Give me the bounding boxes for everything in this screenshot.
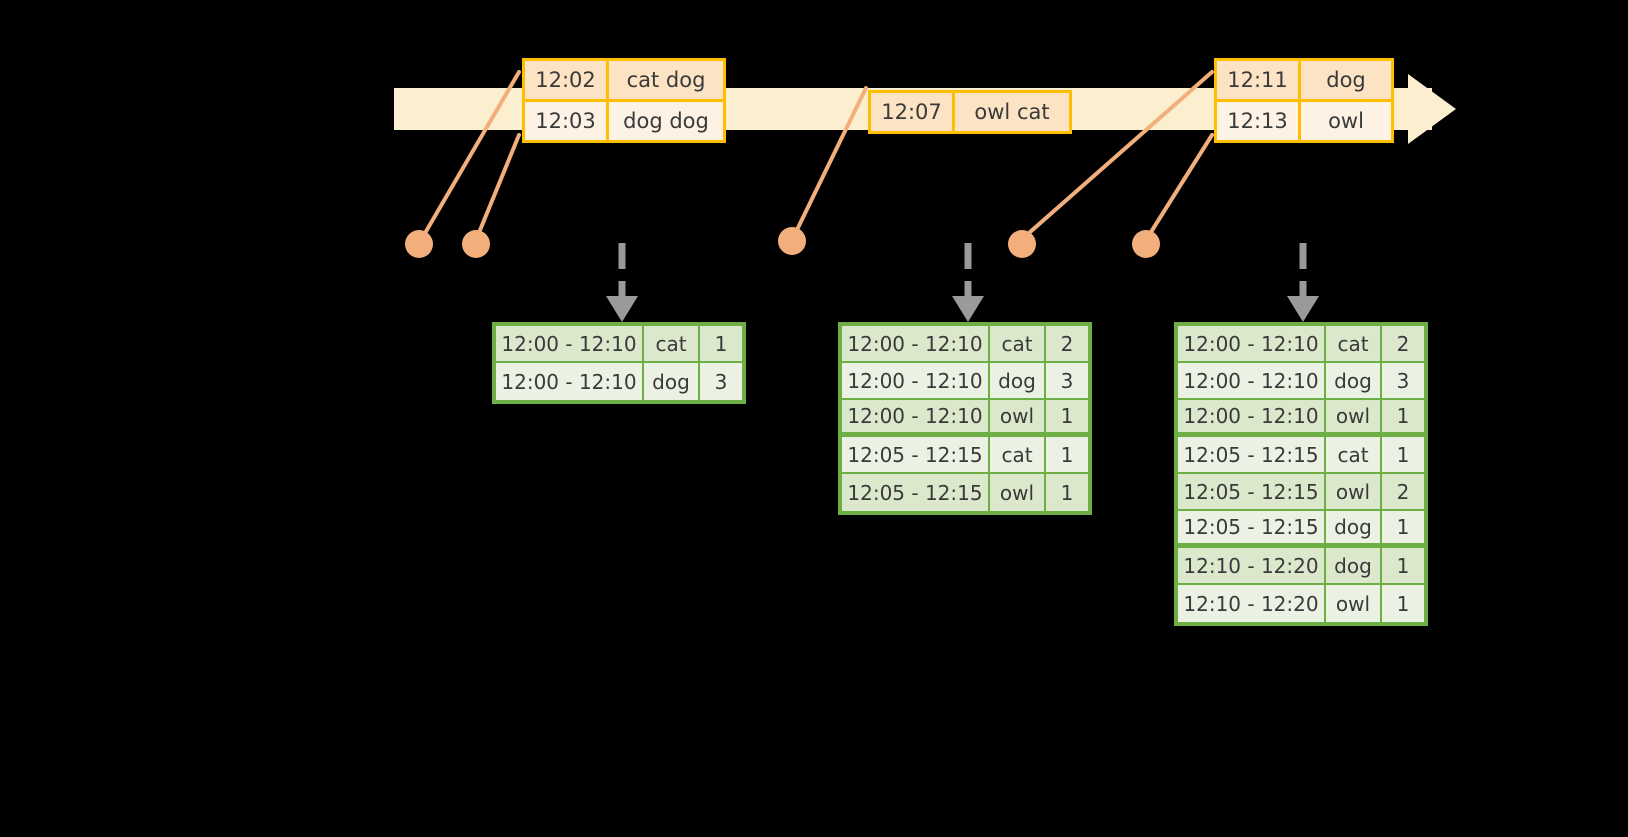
table-row[interactable]: 12:05 - 12:15 owl 1 [842,474,1088,511]
count-cell: 2 [1382,474,1424,511]
window-cell: 12:05 - 12:15 [1178,437,1326,474]
window-cell: 12:00 - 12:10 [496,363,644,400]
table-row[interactable]: 12:00 - 12:10 dog 3 [1178,363,1424,400]
window-cell: 12:00 - 12:10 [1178,363,1326,400]
key-cell: dog [990,363,1046,400]
key-cell: dog [1326,511,1382,548]
count-cell: 3 [1046,363,1088,400]
key-cell: owl [1326,400,1382,437]
window-cell: 12:05 - 12:15 [1178,474,1326,511]
emit-arrowheads [606,296,1319,322]
count-cell: 1 [1382,437,1424,474]
key-cell: dog [1326,548,1382,585]
table-row[interactable]: 12:00 - 12:10 owl 1 [1178,400,1424,437]
event-row[interactable]: 12:03 dog dog [525,99,723,140]
count-cell: 1 [1046,437,1088,474]
connector-dot-1 [405,230,433,258]
result-table-1[interactable]: 12:00 - 12:10 cat 1 12:00 - 12:10 dog 3 [492,322,746,404]
key-cell: owl [1326,474,1382,511]
event-time: 12:13 [1217,102,1301,140]
event-payload: owl cat [955,93,1069,131]
event-group-3[interactable]: 12:11 dog 12:13 owl [1214,58,1394,143]
window-cell: 12:00 - 12:10 [842,326,990,363]
key-cell: cat [1326,326,1382,363]
key-cell: cat [990,437,1046,474]
key-cell: cat [644,326,700,363]
event-row[interactable]: 12:11 dog [1217,61,1391,99]
event-connector-dots [405,227,1160,258]
event-row[interactable]: 12:07 owl cat [871,93,1069,131]
count-cell: 1 [1382,585,1424,622]
connector-dot-5 [1132,230,1160,258]
table-row[interactable]: 12:00 - 12:10 owl 1 [842,400,1088,437]
window-cell: 12:00 - 12:10 [496,326,644,363]
table-row[interactable]: 12:05 - 12:15 owl 2 [1178,474,1424,511]
table-row[interactable]: 12:00 - 12:10 cat 2 [842,326,1088,363]
connector-dot-3 [778,227,806,255]
window-cell: 12:05 - 12:15 [842,474,990,511]
event-time: 12:03 [525,102,609,140]
count-cell: 2 [1382,326,1424,363]
event-time: 12:02 [525,61,609,99]
key-cell: owl [990,400,1046,437]
event-group-1[interactable]: 12:02 cat dog 12:03 dog dog [522,58,726,143]
result-table-2[interactable]: 12:00 - 12:10 cat 2 12:00 - 12:10 dog 3 … [838,322,1092,515]
event-payload: dog [1301,61,1391,99]
table-row[interactable]: 12:05 - 12:15 dog 1 [1178,511,1424,548]
count-cell: 1 [700,326,742,363]
table-row[interactable]: 12:05 - 12:15 cat 1 [1178,437,1424,474]
key-cell: owl [990,474,1046,511]
window-cell: 12:00 - 12:10 [1178,326,1326,363]
window-cell: 12:10 - 12:20 [1178,548,1326,585]
table-row[interactable]: 12:05 - 12:15 cat 1 [842,437,1088,474]
emit-arrows [618,243,1307,300]
table-row[interactable]: 12:10 - 12:20 dog 1 [1178,548,1424,585]
key-cell: dog [1326,363,1382,400]
window-cell: 12:00 - 12:10 [842,400,990,437]
event-time: 12:11 [1217,61,1301,99]
connector-dot-4 [1008,230,1036,258]
connector-dot-2 [462,230,490,258]
event-payload: owl [1301,102,1391,140]
count-cell: 3 [700,363,742,400]
key-cell: cat [990,326,1046,363]
table-row[interactable]: 12:00 - 12:10 cat 2 [1178,326,1424,363]
count-cell: 1 [1382,400,1424,437]
window-cell: 12:00 - 12:10 [842,363,990,400]
count-cell: 1 [1046,400,1088,437]
key-cell: cat [1326,437,1382,474]
event-row[interactable]: 12:02 cat dog [525,61,723,99]
event-group-2[interactable]: 12:07 owl cat [868,90,1072,134]
window-cell: 12:10 - 12:20 [1178,585,1326,622]
table-row[interactable]: 12:00 - 12:10 dog 3 [496,363,742,400]
result-table-3[interactable]: 12:00 - 12:10 cat 2 12:00 - 12:10 dog 3 … [1174,322,1428,626]
event-time: 12:07 [871,93,955,131]
event-payload: dog dog [609,102,723,140]
table-row[interactable]: 12:00 - 12:10 cat 1 [496,326,742,363]
key-cell: owl [1326,585,1382,622]
window-cell: 12:00 - 12:10 [1178,400,1326,437]
window-cell: 12:05 - 12:15 [1178,511,1326,548]
table-row[interactable]: 12:00 - 12:10 dog 3 [842,363,1088,400]
key-cell: dog [644,363,700,400]
event-payload: cat dog [609,61,723,99]
count-cell: 1 [1046,474,1088,511]
table-row[interactable]: 12:10 - 12:20 owl 1 [1178,585,1424,622]
count-cell: 3 [1382,363,1424,400]
count-cell: 1 [1382,511,1424,548]
window-cell: 12:05 - 12:15 [842,437,990,474]
event-row[interactable]: 12:13 owl [1217,99,1391,140]
count-cell: 1 [1382,548,1424,585]
count-cell: 2 [1046,326,1088,363]
